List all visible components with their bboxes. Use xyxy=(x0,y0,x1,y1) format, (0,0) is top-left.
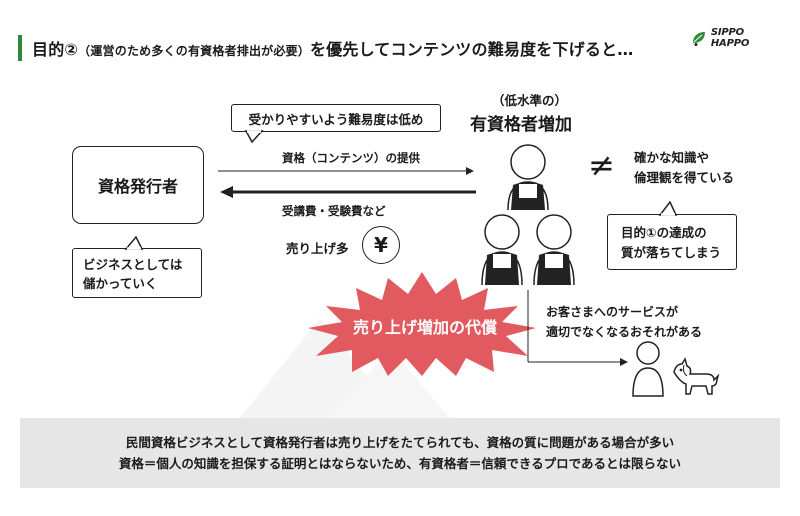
callout-quality-drop-line1: 目的①の達成の xyxy=(621,225,707,240)
page-title: 目的②（運営のため多くの有資格者排出が必要）を優先してコンテンツの難易度を下げる… xyxy=(32,36,634,60)
title-suffix: を優先してコンテンツの難易度を下げると… xyxy=(309,40,634,59)
arrow-provide-label: 資格（コンテンツ）の提供 xyxy=(282,151,420,165)
not-equal-text: 確かな知識や 倫理観を得ている xyxy=(634,148,734,188)
callout-quality-drop-line2: 質が落ちてしまう xyxy=(621,245,722,260)
service-risk-line2: 適切でなくなるおそれがある xyxy=(546,325,703,339)
person-icon-top xyxy=(507,144,549,211)
callout-business-profit: ビジネスとしては 儲かっていく xyxy=(72,248,202,298)
arrow-provide xyxy=(218,167,474,175)
callout-quality-drop-tail xyxy=(658,201,678,216)
dog-leaf-logo-icon xyxy=(692,32,705,46)
not-equal-symbol: ≠ xyxy=(588,146,615,184)
person-icon-right xyxy=(533,214,575,286)
arrow-fees-label: 受講費・受験費など xyxy=(282,204,386,218)
sales-label: 売り上げ多 xyxy=(286,241,349,256)
customer-person-icon xyxy=(632,341,664,397)
yen-symbol: ¥ xyxy=(374,233,388,257)
logo-text: SIPPO HAPPO xyxy=(710,27,750,49)
brand-logo: SIPPO HAPPO xyxy=(690,27,785,49)
issuer-box: 資格発行者 xyxy=(72,146,204,224)
footer-line1: 民間資格ビジネスとして資格発行者は売り上げをたてられても、資格の質に問題がある場… xyxy=(125,435,675,450)
service-risk-line1: お客さまへのサービスが xyxy=(546,305,679,319)
holders-subtitle: （低水準の） xyxy=(492,93,568,108)
service-risk-connector xyxy=(527,290,628,366)
burst-label: 売り上げ増加の代償 xyxy=(353,318,498,337)
not-equal-line1: 確かな知識や xyxy=(634,150,710,165)
callout-business-profit-line1: ビジネスとしては xyxy=(83,257,183,272)
not-equal-line2: 倫理観を得ている xyxy=(634,170,735,185)
issuer-label: 資格発行者 xyxy=(97,177,178,196)
title-prefix: 目的② xyxy=(32,40,79,59)
footer-line2: 資格＝個人の知識を担保する証明とはならないため、有資格者＝信頼できるプロであると… xyxy=(118,456,682,471)
callout-quality-drop: 目的①の達成の 質が落ちてしまう xyxy=(607,214,737,270)
title-paren-note: （運営のため多くの有資格者排出が必要） xyxy=(78,44,310,58)
arrow-fees xyxy=(220,186,476,198)
cost-starburst xyxy=(308,272,536,376)
person-icon-left xyxy=(481,214,523,286)
callout-business-profit-line2: 儲かっていく xyxy=(83,276,158,291)
callout-lower-difficulty: 受かりやすいよう難易度は低め xyxy=(231,104,441,132)
dog-icon xyxy=(673,357,720,395)
yen-coin-icon: ¥ xyxy=(362,226,400,264)
service-risk-text: お客さまへのサービスが 適切でなくなるおそれがある xyxy=(546,302,702,342)
title-accent-bar xyxy=(18,35,22,61)
holders-title: 有資格者増加 xyxy=(470,115,572,135)
summary-footer: 民間資格ビジネスとして資格発行者は売り上げをたてられても、資格の質に問題がある場… xyxy=(20,418,780,488)
callout-lower-difficulty-tail xyxy=(244,130,264,144)
person-figures xyxy=(481,144,575,286)
callout-business-profit-tail xyxy=(124,236,144,250)
callout-lower-difficulty-text: 受かりやすいよう難易度は低め xyxy=(248,111,424,127)
